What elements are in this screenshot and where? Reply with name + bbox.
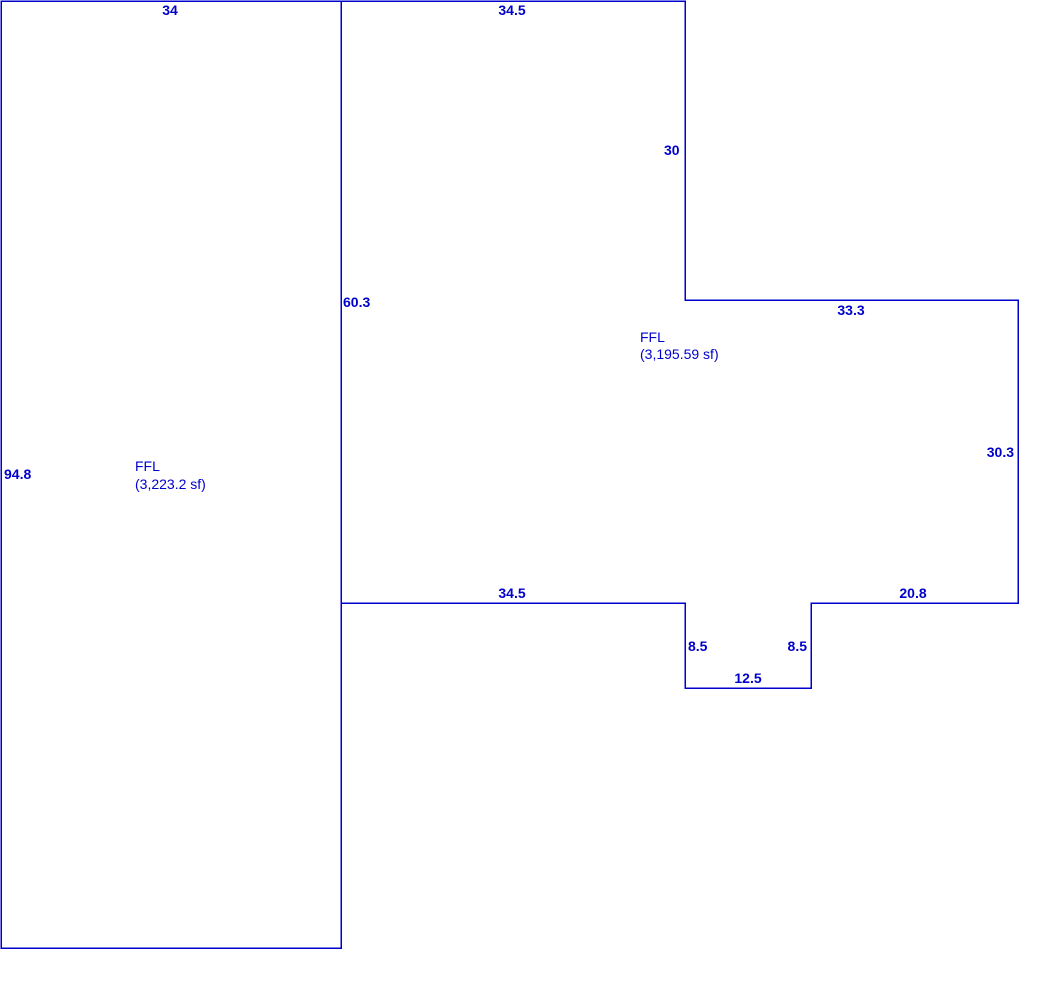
- dimension-notch-right: 8.5: [788, 638, 808, 654]
- left-area-outline: [0, 0, 342, 949]
- dimension-right-side: 30.3: [987, 444, 1014, 460]
- dimension-shared-wall: 60.3: [343, 294, 370, 310]
- dimension-left-side: 94.8: [4, 466, 31, 482]
- right-area-outline: [340, 0, 1019, 689]
- right-area-size: (3,195.59 sf): [640, 346, 719, 362]
- dimension-right-top: 34.5: [498, 2, 525, 18]
- right-area-name: FFL: [640, 329, 665, 345]
- left-area-name: FFL: [135, 458, 160, 474]
- dimension-notch-bottom: 12.5: [734, 670, 761, 686]
- dimension-right-step-top: 33.3: [837, 302, 864, 318]
- dimension-left-top: 34: [162, 2, 178, 18]
- dimension-bottom-right: 20.8: [899, 585, 926, 601]
- dimension-bottom-left: 34.5: [498, 585, 525, 601]
- dimension-upper-step: 30: [664, 142, 680, 158]
- dimension-notch-left: 8.5: [688, 638, 708, 654]
- left-area-size: (3,223.2 sf): [135, 476, 206, 492]
